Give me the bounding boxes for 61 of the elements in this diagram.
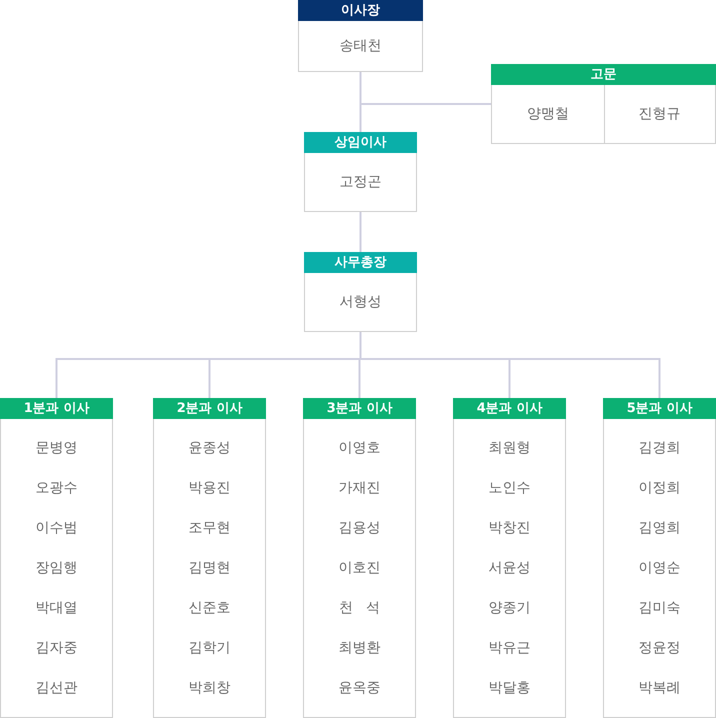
position-box <box>298 0 423 72</box>
person-name: 조무현 <box>188 519 230 537</box>
position-box <box>303 398 416 718</box>
person-name: 박대열 <box>36 599 78 617</box>
connector-line <box>360 331 660 398</box>
position-header: 이사장 <box>298 0 423 21</box>
person-name: 박희창 <box>188 679 230 697</box>
person-name: 김명현 <box>188 559 230 577</box>
position-box <box>304 252 417 332</box>
person-name: 윤옥중 <box>338 679 380 697</box>
position-box <box>153 398 266 718</box>
position-header: 4분과 이사 <box>453 398 566 419</box>
person-name: 서윤성 <box>488 559 530 577</box>
person-name: 최원형 <box>488 439 530 457</box>
person-name: 신준호 <box>188 599 230 617</box>
person-name: 오광수 <box>36 479 78 497</box>
person-name: 이수범 <box>36 519 78 537</box>
person-name: 고정곤 <box>340 173 382 191</box>
person-name: 박복례 <box>638 679 680 697</box>
person-name: 박달홍 <box>488 679 530 697</box>
position-header: 고문 <box>491 64 716 85</box>
position-box <box>453 398 566 718</box>
person-name: 박용진 <box>188 479 230 497</box>
person-name: 김경희 <box>638 439 680 457</box>
person-name: 송태천 <box>340 37 382 55</box>
person-name: 최병환 <box>338 639 380 657</box>
position-header: 3분과 이사 <box>303 398 416 419</box>
connector-line <box>360 71 491 105</box>
person-name: 서형성 <box>340 293 382 311</box>
person-name: 가재진 <box>338 479 380 497</box>
position-header: 사무총장 <box>304 252 417 273</box>
person-name: 정윤정 <box>638 639 680 657</box>
person-name: 김학기 <box>188 639 230 657</box>
person-name: 이영순 <box>638 559 680 577</box>
person-name: 박창진 <box>488 519 530 537</box>
person-name: 이영호 <box>338 439 380 457</box>
person-name: 장임행 <box>36 559 78 577</box>
person-name: 윤종성 <box>188 439 230 457</box>
connector-line <box>360 211 362 252</box>
person-name: 문병영 <box>36 439 78 457</box>
position-box <box>0 398 113 718</box>
person-name: 천 석 <box>338 599 380 617</box>
person-name: 양종기 <box>488 599 530 617</box>
person-name: 노인수 <box>488 479 530 497</box>
position-header: 상임이사 <box>304 132 417 153</box>
person-name: 진형규 <box>638 105 680 123</box>
person-name: 이호진 <box>338 559 380 577</box>
position-box <box>304 132 417 212</box>
position-box <box>491 64 716 144</box>
person-name: 김미숙 <box>638 599 680 617</box>
person-name: 김영희 <box>638 519 680 537</box>
person-name: 김선관 <box>36 679 78 697</box>
position-header: 5분과 이사 <box>603 398 716 419</box>
person-name: 양맹철 <box>526 105 569 123</box>
position-header: 1분과 이사 <box>0 398 113 419</box>
person-name: 김자중 <box>36 639 78 657</box>
person-name: 박유근 <box>488 639 530 657</box>
position-box <box>603 398 716 718</box>
person-name: 이정희 <box>638 479 680 497</box>
person-name: 김용성 <box>338 519 380 537</box>
position-header: 2분과 이사 <box>153 398 266 419</box>
